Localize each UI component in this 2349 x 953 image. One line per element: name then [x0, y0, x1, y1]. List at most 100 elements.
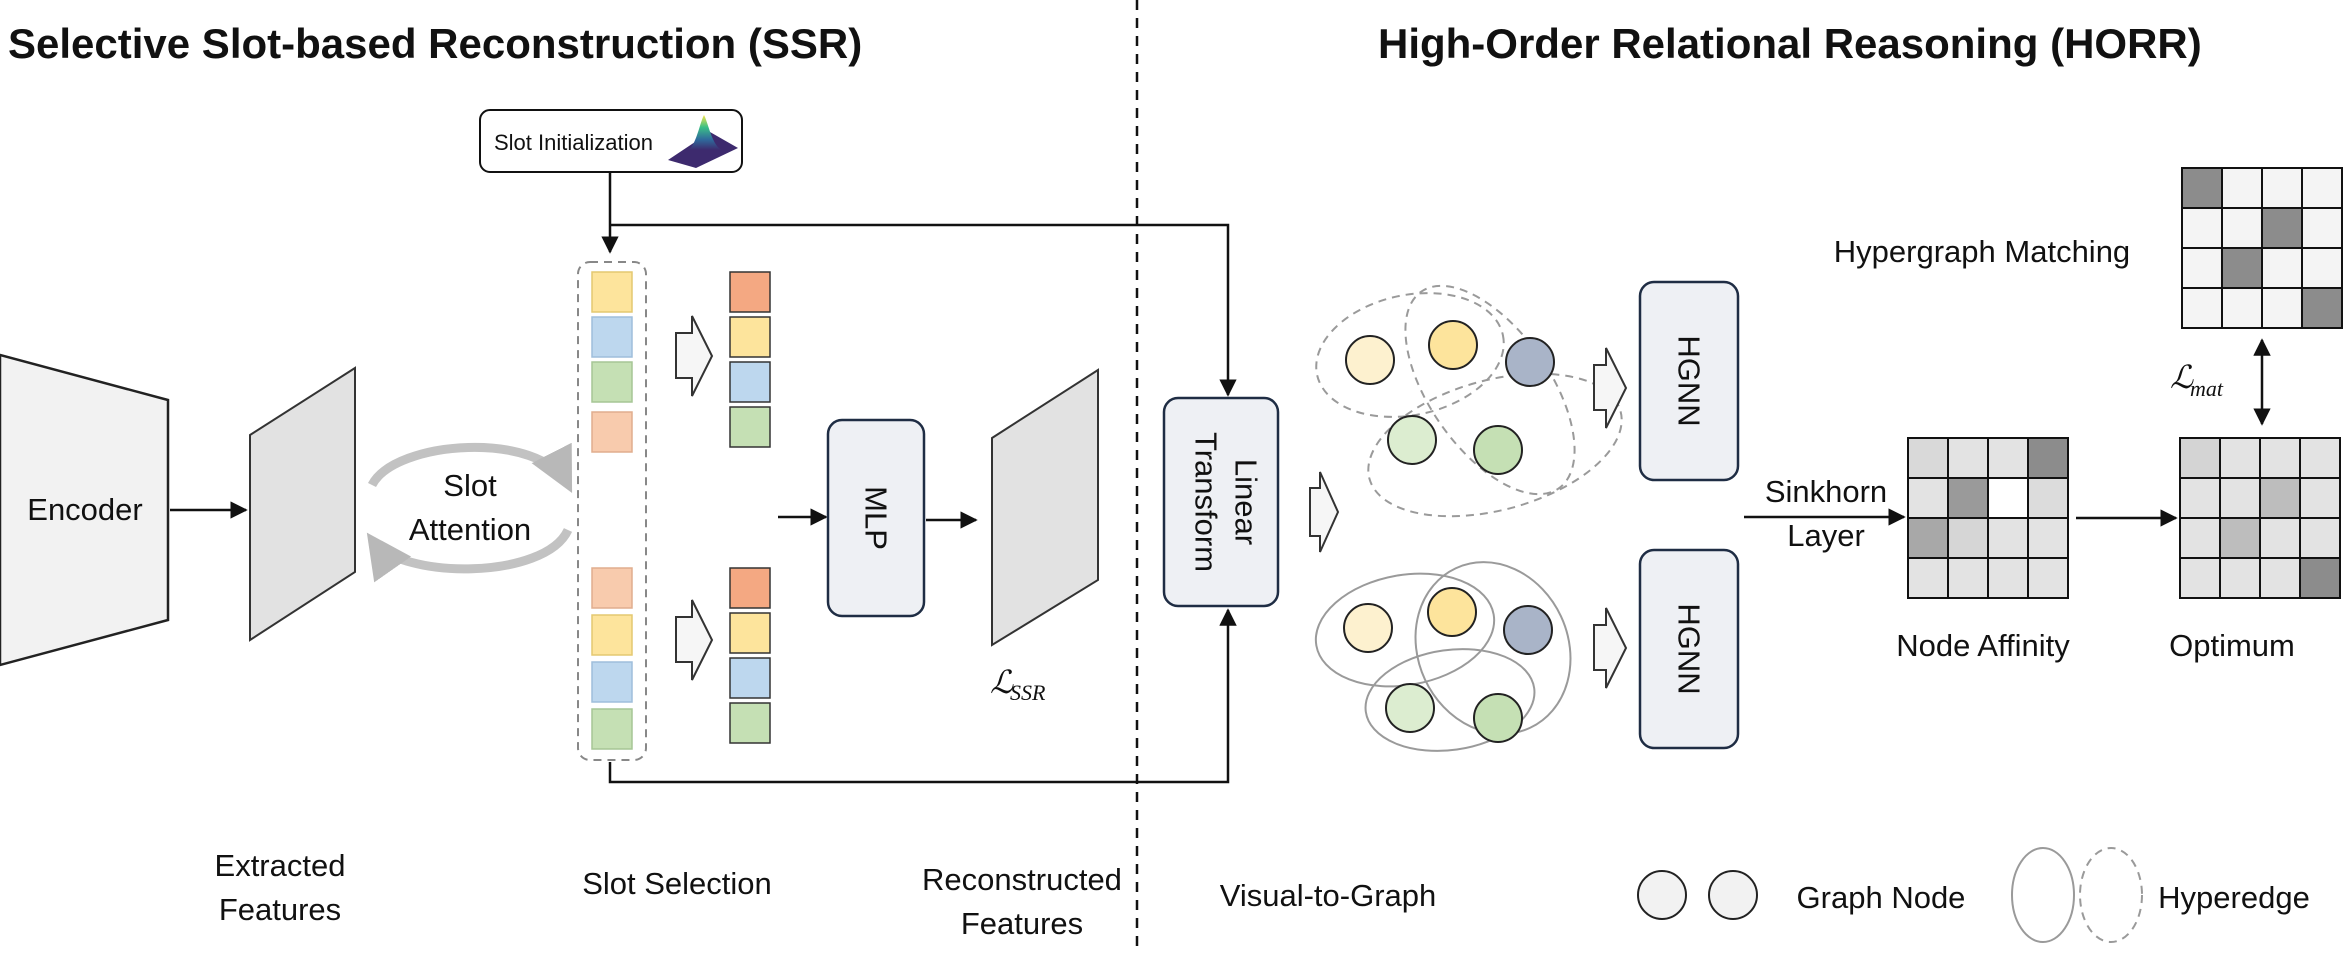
selected-slots-top — [729, 271, 771, 448]
select-arrow-bottom — [675, 599, 714, 681]
matching-cell — [2181, 167, 2223, 209]
hypergraph-top — [1315, 284, 1623, 518]
mlp-label: MLP — [859, 486, 894, 550]
encoder-label: Encoder — [27, 492, 142, 527]
hypergraph-matching-label: Hypergraph Matching — [1834, 234, 2130, 269]
optimum-cell — [2219, 517, 2261, 559]
legend-hyperedge-dashed — [2079, 847, 2143, 943]
node-bot-2 — [1427, 587, 1477, 637]
slot-4 — [591, 411, 633, 453]
transform-label: Transform — [1189, 432, 1224, 572]
caption-reconstructed-2: Features — [961, 906, 1083, 941]
to-graph-arrow — [1309, 471, 1340, 553]
optimum-matrix — [2179, 437, 2341, 599]
matching-cell — [2221, 247, 2263, 289]
sel-top-3 — [729, 361, 771, 403]
optimum-cell — [2179, 437, 2221, 479]
loss-ssr: ℒ SSR — [990, 664, 1046, 705]
node-bot-5 — [1473, 693, 1523, 743]
affinity-cell — [1947, 517, 1989, 559]
sel-bot-4 — [729, 702, 771, 744]
encoder-block: Encoder — [0, 353, 170, 667]
sel-bot-3 — [729, 657, 771, 699]
caption-extracted-2: Features — [219, 892, 341, 927]
ssr-title: Selective Slot-based Reconstruction (SSR… — [8, 20, 862, 67]
select-arrow-top — [675, 315, 714, 397]
affinity-cell — [1907, 477, 1949, 519]
affinity-cell — [2027, 477, 2069, 519]
affinity-cell — [1987, 517, 2029, 559]
node-affinity-label: Node Affinity — [1896, 628, 2070, 663]
matching-cell — [2261, 167, 2303, 209]
optimum-cell — [2179, 557, 2221, 599]
to-hgnn-arrow-top — [1593, 347, 1628, 429]
legend-node-1 — [1637, 870, 1687, 920]
matching-cell — [2301, 287, 2343, 329]
legend-hyperedge-solid — [2011, 847, 2075, 943]
slot-1 — [591, 271, 633, 313]
hypergraph-bottom — [1314, 561, 1572, 752]
node-top-2 — [1428, 320, 1478, 370]
slot-attention-label-1: Slot — [443, 468, 497, 503]
affinity-cell — [2027, 557, 2069, 599]
caption-slot-selection: Slot Selection — [582, 866, 772, 901]
loss-ssr-symbol: ℒ — [990, 664, 1014, 700]
caption-reconstructed-1: Reconstructed — [922, 862, 1122, 897]
slot-2 — [591, 316, 633, 358]
node-top-3 — [1505, 337, 1555, 387]
affinity-cell — [2027, 517, 2069, 559]
matching-cell — [2181, 207, 2223, 249]
optimum-cell — [2219, 477, 2261, 519]
optimum-label: Optimum — [2169, 628, 2295, 663]
hyperedge-bot-3 — [1414, 561, 1572, 735]
optimum-cell — [2259, 517, 2301, 559]
hyperedge-bot-2 — [1364, 648, 1536, 752]
node-bot-4 — [1385, 683, 1435, 733]
optimum-cell — [2259, 557, 2301, 599]
optimum-cell — [2259, 437, 2301, 479]
caption-graph-node: Graph Node — [1797, 880, 1966, 915]
matching-cell — [2181, 287, 2223, 329]
caption-visual-to-graph: Visual-to-Graph — [1220, 878, 1437, 913]
slot-attention-label-2: Attention — [409, 512, 531, 547]
optimum-cell — [2179, 517, 2221, 559]
affinity-cell — [1947, 437, 1989, 479]
affinity-cell — [1987, 557, 2029, 599]
loss-ssr-subscript: SSR — [1010, 680, 1046, 705]
sel-bot-1 — [729, 567, 771, 609]
legend-node-2 — [1708, 870, 1758, 920]
matching-cell — [2221, 167, 2263, 209]
connector-bottom — [608, 608, 1237, 784]
sinkhorn-label-2: Layer — [1787, 518, 1865, 553]
affinity-cell — [1987, 437, 2029, 479]
matching-cell — [2221, 287, 2263, 329]
matching-cell — [2301, 247, 2343, 289]
hyperedge-bot-1 — [1314, 572, 1496, 688]
matching-cell — [2261, 287, 2303, 329]
extracted-features-plane — [249, 366, 356, 642]
node-top-1 — [1345, 335, 1395, 385]
to-hgnn-arrow-bottom — [1593, 607, 1628, 689]
slot-attention-cycle: Slot Attention — [366, 442, 573, 583]
node-bot-3 — [1503, 605, 1553, 655]
gaussian-peak-icon — [668, 115, 738, 168]
sel-top-4 — [729, 406, 771, 448]
caption-extracted-1: Extracted — [215, 848, 346, 883]
node-bot-1 — [1343, 603, 1393, 653]
sel-top-1 — [729, 271, 771, 313]
sinkhorn-label-1: Sinkhorn — [1765, 474, 1887, 509]
optimum-cell — [2299, 477, 2341, 519]
optimum-cell — [2219, 437, 2261, 479]
slot-initialization-box: Slot Initialization — [479, 109, 743, 173]
linear-label: Linear — [1229, 459, 1264, 545]
affinity-cell — [1907, 437, 1949, 479]
matching-cell — [2301, 207, 2343, 249]
slot-8 — [591, 708, 633, 750]
hgnn-top-block: HGNN — [1638, 280, 1740, 482]
mlp-block: MLP — [826, 418, 926, 618]
optimum-cell — [2179, 477, 2221, 519]
horr-title: High-Order Relational Reasoning (HORR) — [1378, 20, 2202, 67]
slot-init-label: Slot Initialization — [494, 130, 653, 155]
matching-cell — [2261, 247, 2303, 289]
affinity-cell — [1907, 517, 1949, 559]
